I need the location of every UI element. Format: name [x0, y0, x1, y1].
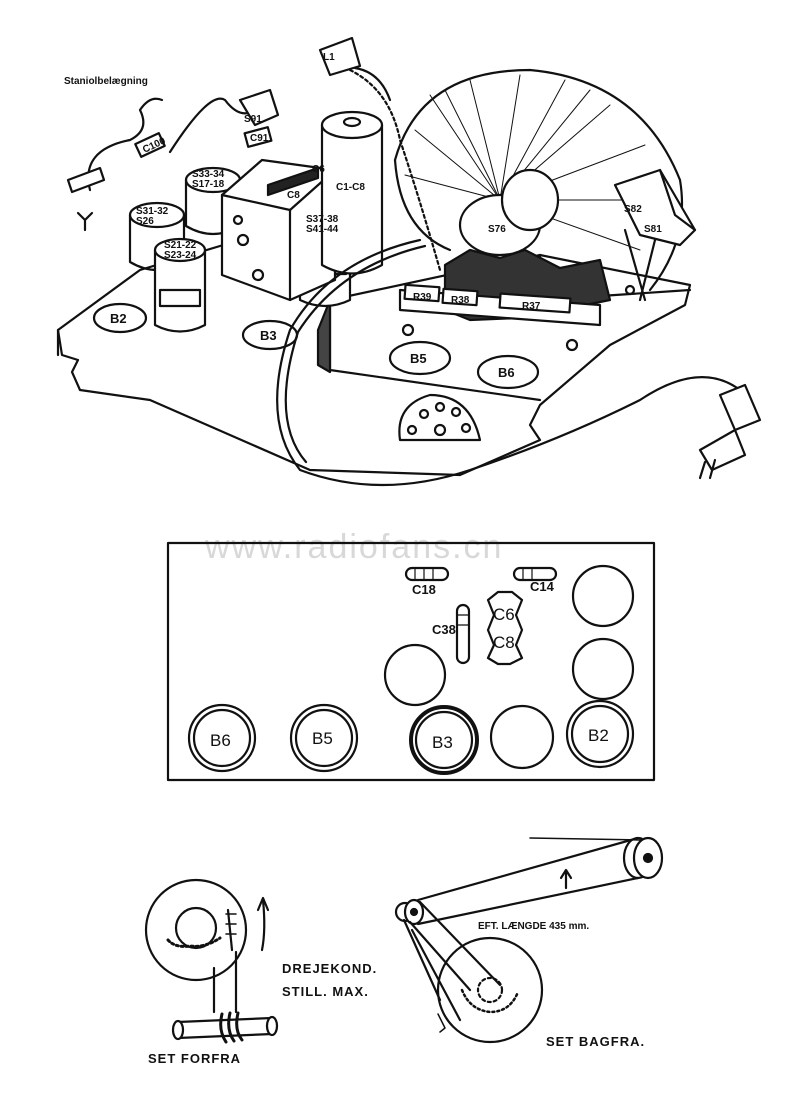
- dial-back-drum: [436, 936, 544, 1044]
- label-c91: C91: [250, 133, 269, 144]
- plan-socket-b6: [187, 703, 257, 773]
- plan-socket-b2: [565, 699, 635, 769]
- loudspeaker: [393, 68, 684, 292]
- note-still-max: STILL. MAX.: [282, 984, 369, 999]
- socket-b5-top: [388, 340, 452, 376]
- label-r39: R39: [413, 292, 432, 303]
- label-c18: C18: [412, 582, 436, 597]
- label-coil-c2: S23-24: [164, 250, 197, 261]
- plan-socket-b3: [409, 705, 479, 775]
- label-b2-top: B2: [110, 311, 127, 326]
- note-drejekond: DREJEKOND.: [282, 961, 377, 976]
- label-l1: L1: [323, 52, 335, 63]
- mains-cable: [276, 238, 742, 487]
- resistor-strip: [398, 283, 602, 352]
- label-b6-plan: B6: [210, 731, 231, 750]
- label-coil-d2: S41-44: [306, 224, 339, 235]
- label-c6-plan: C6: [493, 605, 515, 624]
- label-c6: C6: [312, 164, 325, 175]
- variable-capacitor: [220, 158, 337, 302]
- twisted-lead: [348, 68, 442, 272]
- dial-front-shaft: [176, 1016, 274, 1040]
- label-b3-top: B3: [260, 328, 277, 343]
- electrolytic-capacitor: [320, 110, 384, 275]
- label-coil-b: S31-32: [136, 206, 169, 217]
- cap-c18: [404, 566, 450, 582]
- label-b5-top: B5: [410, 351, 427, 366]
- label-c1-c8: C1-C8: [336, 182, 365, 193]
- staniol-label: Staniolbelægning: [64, 76, 148, 87]
- label-c8: C8: [287, 190, 300, 201]
- cap-c14: [512, 566, 558, 582]
- label-s91: S91: [244, 114, 262, 125]
- label-c14: C14: [530, 579, 555, 594]
- tube-socket: [398, 393, 482, 442]
- label-coil-a: S33-34: [192, 169, 225, 180]
- socket-b6-top: [476, 354, 540, 390]
- label-b5-plan: B5: [312, 729, 333, 748]
- label-coil-b2: S26: [136, 216, 154, 227]
- plan-labels: C18 C14 C38 C6 C8 B6 B5 B3 B2: [210, 579, 609, 752]
- label-s82: S82: [624, 204, 642, 215]
- label-coil-c: S21-22: [164, 240, 197, 251]
- plan-socket-b5: [289, 703, 359, 773]
- socket-b2-top: [92, 302, 148, 334]
- dial-back: [394, 836, 664, 1044]
- label-b3-plan: B3: [432, 733, 453, 752]
- mains-plug: [698, 383, 762, 480]
- chassis-labels: Staniolbelægning L1 C100 S91 C91 C1-C8 C…: [64, 52, 662, 380]
- label-coil-a2: S17-18: [192, 179, 225, 190]
- label-c38: C38: [432, 622, 456, 637]
- watermark-text: www.radiofans.cn: [204, 528, 503, 566]
- caption-set-forfra: SET FORFRA: [148, 1051, 241, 1066]
- cap-c6-c8: [486, 590, 524, 666]
- chassis-perspective: [56, 36, 762, 487]
- dial-front-drum: [144, 878, 248, 982]
- cap-c38: [455, 603, 471, 665]
- plan-socket-mid-left: [383, 643, 447, 707]
- layout-plan: [166, 541, 656, 782]
- label-r38: R38: [451, 295, 470, 306]
- plan-socket-empty: [489, 704, 555, 770]
- antenna-lead: [87, 97, 164, 192]
- label-r37: R37: [522, 301, 541, 312]
- label-s81: S81: [644, 224, 662, 235]
- dial-cord: [402, 836, 640, 1022]
- plan-socket-mid-right: [571, 637, 635, 701]
- note-eft-laengde: EFT. LÆNGDE 435 mm.: [478, 921, 589, 932]
- caption-set-bagfra: SET BAGFRA.: [546, 1034, 645, 1049]
- plan-socket-upper-right: [571, 564, 635, 628]
- label-coil-d: S37-38: [306, 214, 339, 225]
- label-c8-plan: C8: [493, 633, 515, 652]
- dial-front-cord: [212, 950, 238, 1014]
- dial-front: [144, 878, 279, 1044]
- output-transformer: [613, 168, 697, 302]
- label-b2-plan: B2: [588, 726, 609, 745]
- label-s76: S76: [488, 224, 506, 235]
- label-b6-top: B6: [498, 365, 515, 380]
- plan-board: [166, 541, 656, 782]
